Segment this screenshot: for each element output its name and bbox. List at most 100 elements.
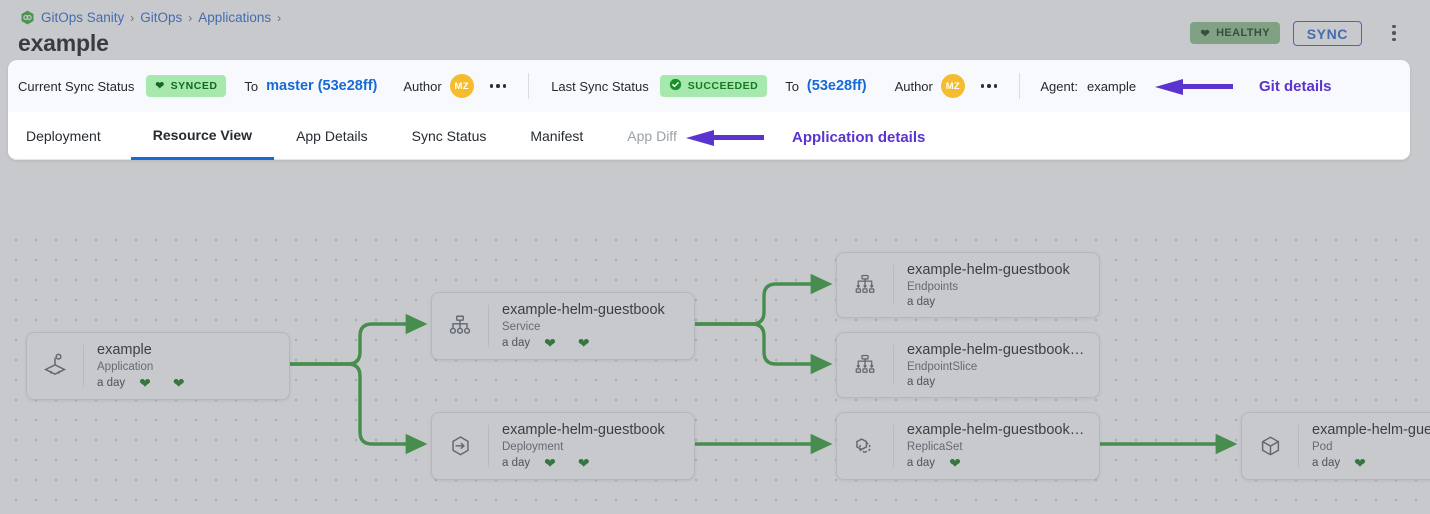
endpointslice-icon	[837, 352, 893, 378]
current-revision-link[interactable]: master (53e28ff)	[266, 78, 378, 94]
node-name: example-helm-guestbook	[907, 262, 1070, 278]
last-to-label: To	[785, 78, 799, 94]
node-name: example-helm-guestbook-74...	[906, 422, 1087, 438]
node-meta: a day ❤ ❤	[97, 376, 277, 390]
tab-deployment[interactable]: Deployment	[26, 128, 101, 144]
agent-value: example	[1086, 78, 1137, 94]
divider	[1298, 425, 1299, 467]
arrow-left-icon	[1155, 78, 1233, 95]
node-kind: Deployment	[502, 441, 564, 453]
node-kind: Pod	[1312, 441, 1333, 453]
filter-toolbar: Name Kind Health Status Sync Status	[0, 162, 1430, 372]
last-sync-status-label: Last Sync Status	[551, 78, 649, 94]
node-meta: a day ❤	[907, 456, 1087, 470]
current-sync-status-badge: ❤ SYNCED	[146, 75, 227, 97]
current-sync-more-icon[interactable]	[489, 84, 507, 88]
gitops-hexagon-icon	[20, 10, 35, 25]
heart-icon: ❤	[1200, 27, 1211, 40]
node-name: example-helm-guestbook-ct...	[906, 342, 1087, 358]
node-name: example-helm-guest	[1312, 422, 1430, 438]
current-sync-status-value: SYNCED	[170, 80, 218, 92]
last-sync-status-value: SUCCEEDED	[687, 80, 759, 92]
node-name: example	[97, 342, 152, 358]
git-details-callout: Git details	[1155, 78, 1332, 95]
breadcrumb-separator: ›	[130, 10, 135, 25]
node-meta: a day	[907, 376, 1087, 388]
node-body: example-helm-guestbook Deployment a day …	[489, 413, 694, 479]
graph-node-endpointslice[interactable]: example-helm-guestbook-ct... EndpointSli…	[836, 332, 1100, 398]
page-header: GitOps Sanity › GitOps › Applications › …	[0, 0, 1430, 62]
page-title: example	[18, 30, 109, 56]
check-circle-icon	[669, 78, 682, 94]
health-heart-icon: ❤	[139, 375, 151, 391]
agent-label: Agent:	[1040, 78, 1078, 94]
node-body: example-helm-guestbook Service a day ❤ ❤	[489, 293, 694, 359]
last-revision-link[interactable]: (53e28ff)	[806, 78, 867, 94]
sync-status-bar: Current Sync Status ❤ SYNCED To master (…	[8, 60, 1410, 112]
graph-node-service[interactable]: example-helm-guestbook Service a day ❤ ❤	[431, 292, 695, 360]
endpoints-icon	[837, 272, 893, 298]
breadcrumb-item-1[interactable]: GitOps	[140, 10, 183, 25]
node-age: a day	[906, 457, 936, 469]
tab-app-details[interactable]: App Details	[296, 128, 368, 144]
service-icon	[432, 313, 488, 339]
last-author-label: Author	[894, 78, 933, 94]
breadcrumb-separator-trailing: ›	[277, 10, 282, 25]
node-age: a day	[97, 377, 126, 389]
tab-resource-view[interactable]: Resource View	[130, 113, 275, 160]
kebab-menu-icon[interactable]	[1386, 22, 1402, 44]
breadcrumb-item-2[interactable]: Applications	[198, 10, 272, 25]
last-sync-more-icon[interactable]	[980, 84, 998, 88]
sync-button[interactable]: SYNC	[1292, 21, 1362, 46]
divider	[1019, 73, 1021, 99]
last-sync-status-badge: SUCCEEDED	[659, 75, 768, 97]
avatar: MZ	[940, 74, 965, 98]
tab-manifest[interactable]: Manifest	[530, 128, 584, 144]
git-details-callout-label: Git details	[1259, 78, 1332, 95]
node-name: example-helm-guestbook	[502, 302, 665, 318]
tab-sync-status[interactable]: Sync Status	[411, 128, 487, 144]
current-to-label: To	[244, 78, 259, 94]
sync-heart-icon: ❤	[577, 455, 590, 471]
node-name: example-helm-guestbook	[502, 422, 665, 438]
health-heart-icon: ❤	[544, 335, 556, 351]
application-icon	[27, 352, 83, 380]
current-author-label: Author	[403, 78, 442, 94]
node-body: example-helm-guestbook-ct... EndpointSli…	[894, 333, 1099, 397]
health-heart-icon: ❤	[949, 455, 961, 471]
divider	[488, 425, 489, 467]
sync-heart-icon: ❤	[172, 375, 185, 391]
health-badge-label: HEALTHY	[1216, 27, 1270, 39]
divider	[893, 265, 894, 305]
breadcrumb-item-0[interactable]: GitOps Sanity	[41, 10, 125, 25]
replicaset-icon	[837, 433, 893, 460]
node-kind: Application	[97, 361, 154, 373]
tab-app-diff[interactable]: App Diff	[627, 128, 677, 144]
node-age: a day	[907, 296, 936, 308]
node-age: a day	[1312, 457, 1341, 469]
divider	[893, 425, 894, 467]
deployment-icon	[432, 433, 488, 460]
graph-node-endpoints[interactable]: example-helm-guestbook Endpoints a day	[836, 252, 1100, 318]
arrow-left-icon	[686, 129, 764, 146]
health-heart-icon: ❤	[1354, 455, 1366, 471]
resource-graph-canvas[interactable]: example Application a day ❤ ❤ exam	[0, 224, 1430, 514]
current-sync-status-label: Current Sync Status	[18, 78, 135, 94]
breadcrumb: GitOps Sanity › GitOps › Applications ›	[20, 10, 281, 25]
avatar: MZ	[449, 74, 474, 98]
graph-node-application[interactable]: example Application a day ❤ ❤	[26, 332, 290, 400]
graph-node-replicaset[interactable]: example-helm-guestbook-74... ReplicaSet …	[836, 412, 1100, 480]
divider	[83, 345, 84, 387]
node-meta: a day ❤	[1312, 456, 1430, 470]
node-age: a day	[502, 337, 531, 349]
graph-node-deployment[interactable]: example-helm-guestbook Deployment a day …	[431, 412, 695, 480]
node-age: a day	[502, 457, 531, 469]
node-age: a day	[906, 376, 936, 388]
node-kind: ReplicaSet	[906, 441, 963, 453]
node-meta: a day ❤ ❤	[502, 336, 682, 350]
divider	[528, 73, 530, 99]
graph-node-pod[interactable]: example-helm-guest Pod a day ❤	[1241, 412, 1430, 480]
heart-icon: ❤	[155, 80, 165, 92]
pod-icon	[1242, 433, 1298, 460]
